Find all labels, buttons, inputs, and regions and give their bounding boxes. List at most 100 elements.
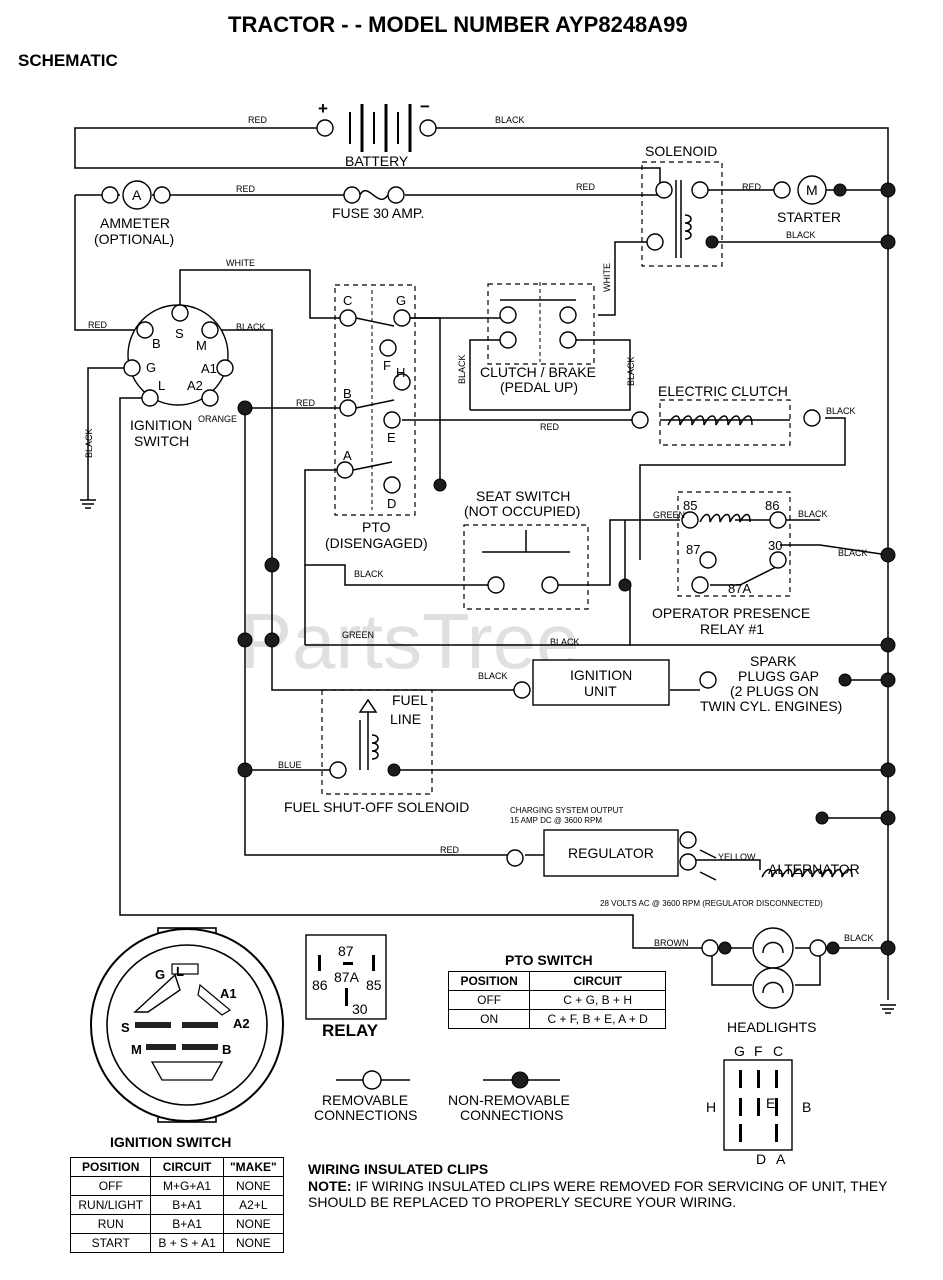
wire-label-black-4: BLACK xyxy=(826,406,856,416)
ign-pin-a1: A1 xyxy=(201,361,217,376)
table-header: POSITION xyxy=(447,971,531,991)
ign-pin-l: L xyxy=(158,378,165,393)
starter: M STARTER xyxy=(773,175,847,225)
electric-clutch-label: ELECTRIC CLUTCH xyxy=(658,383,788,399)
ign-face-m: M xyxy=(131,1042,142,1057)
table-cell: C + F, B + E, A + D xyxy=(529,1009,666,1029)
wire-label-black-6: BLACK xyxy=(838,548,868,558)
headlights-label: HEADLIGHTS xyxy=(727,1019,816,1035)
clutch-brake-label-2: (PEDAL UP) xyxy=(500,379,578,395)
table-cell: NONE xyxy=(222,1214,285,1234)
relay-legend-87a: 87A xyxy=(334,969,360,985)
table-header: "MAKE" xyxy=(222,1157,285,1177)
ammeter-label: AMMETER xyxy=(100,215,170,231)
pto-switch: C G F H B E A D PTO (DISENGAGED) xyxy=(325,284,447,551)
pto-face-d: D xyxy=(756,1151,766,1167)
relay-legend-85: 85 xyxy=(366,977,382,993)
table-header-row: POSITION CIRCUIT "MAKE" xyxy=(69,1157,285,1177)
seat-switch-label-2: (NOT OCCUPIED) xyxy=(464,503,580,519)
pto-pin-b: B xyxy=(343,386,352,401)
pto-face-f: F xyxy=(754,1043,763,1059)
table-cell: B + S + A1 xyxy=(150,1233,224,1253)
relay-legend-label: RELAY xyxy=(322,1021,379,1040)
clutch-brake-label-1: CLUTCH / BRAKE xyxy=(480,364,596,380)
pto-pin-h: H xyxy=(396,365,405,380)
ign-switch-caption: IGNITION SWITCH xyxy=(110,1134,232,1150)
fuel-line-label-1: FUEL xyxy=(392,692,428,708)
wire-label-black-5: BLACK xyxy=(798,509,828,519)
ignition-unit-label-1: IGNITION xyxy=(570,667,632,683)
ignition-unit: IGNITION UNIT SPARK PLUGS GAP (2 PLUGS O… xyxy=(513,653,852,714)
ammeter: A AMMETER (OPTIONAL) xyxy=(94,180,174,247)
table-row: ON C + F, B + E, A + D xyxy=(447,1009,666,1029)
relay-pin-85: 85 xyxy=(683,498,697,513)
wire-label-red-5: RED xyxy=(88,320,108,330)
wire-label-black-13: BLACK xyxy=(626,356,636,386)
pto-face-h: H xyxy=(706,1099,716,1115)
starter-symbol: M xyxy=(806,182,818,198)
ign-pin-m: M xyxy=(196,338,207,353)
table-cell: M+G+A1 xyxy=(150,1176,224,1196)
ac-note: 28 VOLTS AC @ 3600 RPM (REGULATOR DISCON… xyxy=(600,899,823,908)
pto-label-2: (DISENGAGED) xyxy=(325,535,428,551)
ign-face-a1: A1 xyxy=(220,986,237,1001)
pto-switch-table: POSITION CIRCUIT OFF C + G, B + H ON C +… xyxy=(447,971,666,1029)
wire-label-white-1: WHITE xyxy=(226,258,255,268)
ign-switch-label-2: SWITCH xyxy=(134,433,189,449)
ign-pin-a2: A2 xyxy=(187,378,203,393)
solenoid: SOLENOID xyxy=(641,143,723,267)
wire-label-yellow: YELLOW xyxy=(718,852,756,862)
nonremovable-label-1: NON-REMOVABLE xyxy=(448,1092,570,1108)
fuel-shutoff-solenoid: FUEL LINE FUEL SHUT-OFF SOLENOID xyxy=(284,689,469,815)
wire-label-black-7: BLACK xyxy=(354,569,384,579)
pto-pin-f: F xyxy=(383,358,391,373)
alternator-label: ALTERNATOR xyxy=(768,861,860,877)
nonremovable-label-2: CONNECTIONS xyxy=(460,1107,563,1123)
fuse: FUSE 30 AMP. xyxy=(332,186,424,221)
relay-legend-30: 30 xyxy=(352,1001,368,1017)
fuel-line-label-2: LINE xyxy=(390,711,421,727)
table-header-row: POSITION CIRCUIT xyxy=(447,971,666,991)
table-cell: B+A1 xyxy=(150,1195,224,1215)
table-row: RUN/LIGHT B+A1 A2+L xyxy=(69,1195,285,1215)
table-cell: B+A1 xyxy=(150,1214,224,1234)
pto-table-title: PTO SWITCH xyxy=(505,952,593,968)
note-body: NOTE: IF WIRING INSULATED CLIPS WERE REM… xyxy=(308,1178,908,1210)
table-header: CIRCUIT xyxy=(529,971,666,991)
relay-label-1: OPERATOR PRESENCE xyxy=(652,605,810,621)
relay-legend: 87 87A 86 85 30 RELAY xyxy=(305,934,387,1040)
table-cell: NONE xyxy=(222,1176,285,1196)
headlights: HEADLIGHTS xyxy=(701,927,840,1035)
ign-face-b: B xyxy=(222,1042,231,1057)
wire-label-black-8: BLACK xyxy=(550,637,580,647)
pto-pin-g: G xyxy=(396,293,406,308)
ign-pin-g: G xyxy=(146,360,156,375)
wire-label-brown: BROWN xyxy=(654,938,689,948)
electric-clutch: ELECTRIC CLUTCH xyxy=(631,383,821,446)
fuel-solenoid-label: FUEL SHUT-OFF SOLENOID xyxy=(284,799,469,815)
note-text: IF WIRING INSULATED CLIPS WERE REMOVED F… xyxy=(308,1178,888,1210)
wire-label-green-1: GREEN xyxy=(653,510,685,520)
wire-label-green-2: GREEN xyxy=(342,630,374,640)
operator-presence-relay: 85 86 87 30 87A OPERATOR PRESENCE RELAY … xyxy=(652,491,810,637)
ammeter-symbol: A xyxy=(132,187,142,203)
seat-switch: SEAT SWITCH (NOT OCCUPIED) xyxy=(463,488,632,610)
wire-label-red-4: RED xyxy=(742,182,762,192)
pto-face-a: A xyxy=(776,1151,786,1167)
wire-label-orange: ORANGE xyxy=(198,414,237,424)
wire-label-red-1: RED xyxy=(248,115,268,125)
pto-pin-e: E xyxy=(387,430,396,445)
pto-pin-c: C xyxy=(343,293,352,308)
wire-label-black-11: BLACK xyxy=(84,428,94,458)
regulator-label: REGULATOR xyxy=(568,845,654,861)
wire-label-red-8: RED xyxy=(440,845,460,855)
ign-face-a2: A2 xyxy=(233,1016,250,1031)
battery: + − BATTERY xyxy=(316,97,437,169)
fuse-label: FUSE 30 AMP. xyxy=(332,205,424,221)
ignition-switch-face: G L A1 A2 S M B xyxy=(90,927,284,1123)
table-cell: RUN xyxy=(69,1214,152,1234)
ign-pin-b: B xyxy=(152,336,161,351)
relay-label-2: RELAY #1 xyxy=(700,621,764,637)
ign-face-s: S xyxy=(121,1020,130,1035)
page-title: TRACTOR - - MODEL NUMBER AYP8248A99 xyxy=(228,12,688,37)
